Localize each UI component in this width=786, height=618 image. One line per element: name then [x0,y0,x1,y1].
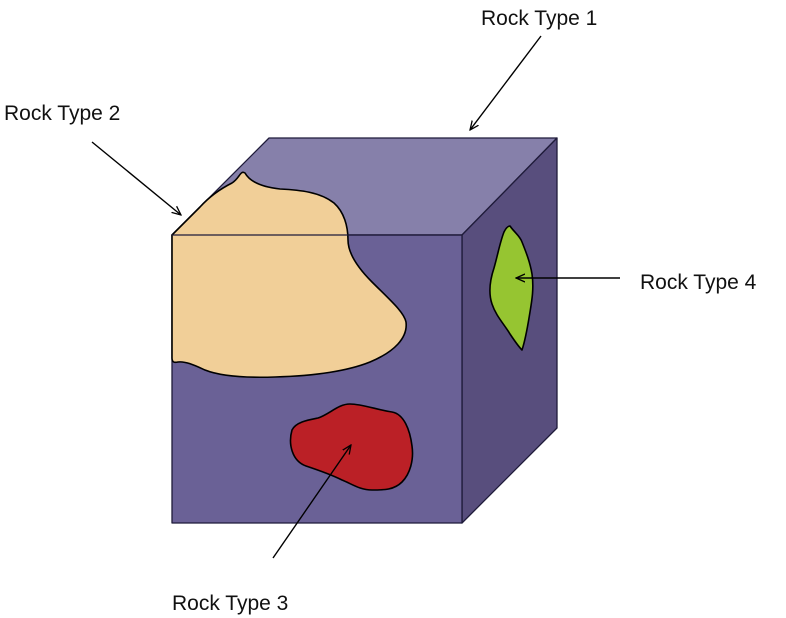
label-rock-type-1: Rock Type 1 [481,7,597,30]
label-rock-type-4: Rock Type 4 [640,271,757,294]
rock-type-4-region [489,225,534,351]
arrow-rock-type-2 [91,141,181,215]
arrow-rock-type-3 [272,445,351,559]
arrow-rock-type-1 [470,35,542,130]
label-rock-type-2: Rock Type 2 [4,102,120,125]
rock-type-2-region [171,171,407,379]
label-rock-type-3: Rock Type 3 [172,592,288,615]
